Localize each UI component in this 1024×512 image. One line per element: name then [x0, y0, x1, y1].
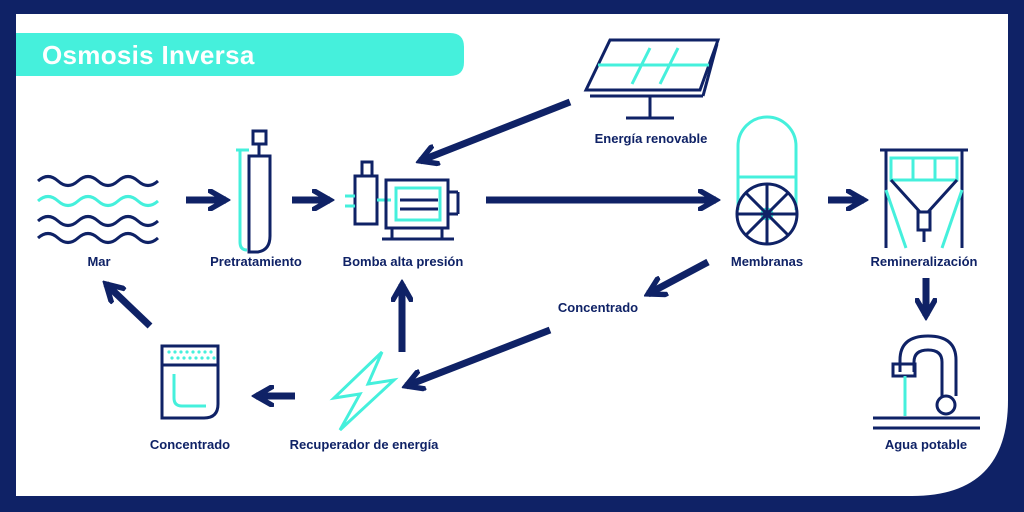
label-bomba-alta-presion: Bomba alta presión [342, 254, 464, 269]
water-tap-icon [873, 334, 980, 430]
label-concentrado: Concentrado [149, 437, 231, 452]
arrow-concentrado-to-mar [106, 284, 153, 329]
label-pretratamiento: Pretratamiento [210, 254, 302, 269]
pump-motor-icon [345, 160, 460, 241]
label-membranas: Membranas [730, 254, 804, 269]
arrow-membranas-to-concentrado [648, 258, 710, 294]
label-mar: Mar [87, 254, 111, 269]
filter-tank-icon [236, 129, 272, 254]
lightning-bolt-icon [329, 350, 399, 432]
arrow-concentrado-to-recuperador [406, 326, 552, 386]
sea-waves-icon [36, 175, 160, 244]
label-recuperador-de-energia: Recuperador de energía [289, 437, 439, 452]
label-energia-renovable: Energía renovable [594, 131, 708, 146]
label-agua-potable: Agua potable [884, 437, 968, 452]
title-banner [16, 33, 464, 76]
silo-icon [880, 148, 968, 249]
label-concentrado-medio: Concentrado [557, 300, 639, 315]
membrane-vessel-icon [735, 115, 799, 246]
diagram-title: Osmosis Inversa [42, 40, 255, 70]
background-card [16, 14, 1008, 496]
solar-panel-icon [583, 38, 721, 120]
arrow-solar-to-bomba [420, 98, 572, 161]
concentrate-tank-icon [160, 344, 220, 420]
label-remineralizacion: Remineralización [870, 254, 978, 269]
